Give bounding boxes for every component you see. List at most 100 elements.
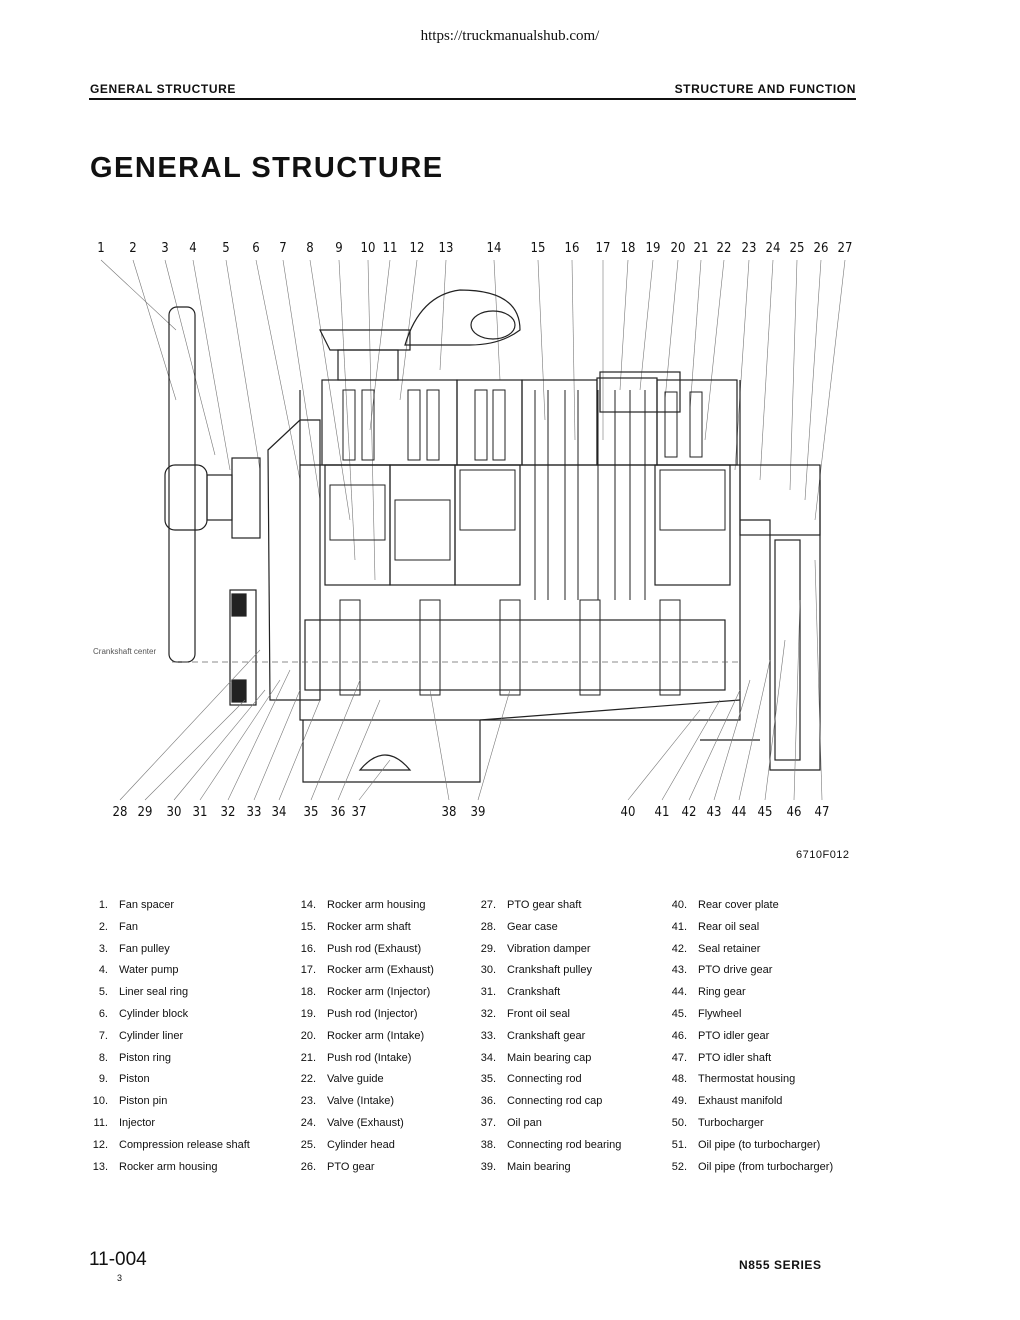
legend-item-number: 3. — [98, 942, 108, 955]
fan-hub — [164, 464, 208, 531]
callout: 11 — [382, 241, 398, 256]
legend-item: 38.Connecting rod bearing — [474, 1139, 622, 1161]
legend-item-number: 27. — [480, 899, 496, 911]
legend-item-number: 50. — [671, 1116, 687, 1129]
legend-item: 24.Valve (Exhaust) — [290, 1117, 434, 1139]
callout: 12 — [409, 241, 425, 256]
legend-item-number: 21. — [300, 1051, 316, 1064]
legend-item: 46. PTO idler gear — [664, 1030, 833, 1052]
turbocharger — [404, 289, 521, 346]
oil-pan — [302, 720, 481, 783]
legend-item-number: 30. — [480, 964, 496, 977]
legend-item-label: Crankshaft gear — [507, 1029, 586, 1042]
oil-pickup — [358, 754, 412, 771]
legend-item: 7. Cylinder liner — [87, 1030, 250, 1052]
legend-item: 9.Piston — [87, 1073, 250, 1095]
push-rods — [534, 390, 646, 600]
callout: 13 — [438, 241, 454, 256]
legend-item: 21.Push rod (Intake) — [290, 1052, 434, 1074]
callout: 15 — [530, 241, 546, 256]
legend-item-label: Main bearing cap — [507, 1051, 592, 1064]
legend-item-number: 16. — [300, 942, 316, 955]
legend-item: 2.Fan — [87, 921, 250, 943]
legend-item-number: 34. — [480, 1051, 496, 1064]
legend-item: 44.Ring gear — [664, 986, 833, 1008]
flywheel-housing — [740, 480, 821, 771]
legend-item-number: 5. — [98, 986, 108, 999]
legend-item-number: 13. — [92, 1160, 108, 1173]
legend-item: 35.Connecting rod — [474, 1073, 621, 1095]
legend-item: 40.Rear cover plate — [664, 899, 833, 921]
running-header: GENERAL STRUCTURE STRUCTURE AND FUNCTION — [89, 80, 856, 100]
page-number: 11-004 — [89, 1249, 147, 1270]
legend-item-label: Rear cover plate — [698, 899, 779, 911]
legend-item: 25.Cylinder head — [290, 1139, 434, 1161]
callout: 29 — [137, 805, 153, 820]
legend-item-label: Gear case — [507, 920, 558, 933]
legend-item-number: 46. — [671, 1029, 687, 1042]
legend-item-number: 39. — [480, 1160, 496, 1173]
legend-item-label: Connecting rod cap — [507, 1095, 603, 1108]
callout: 6 — [252, 241, 260, 256]
legend-item-number: 37. — [480, 1116, 496, 1129]
legend-item-label: Fan pulley — [119, 942, 170, 955]
legend-item: 6.Cylinder block — [87, 1008, 250, 1030]
legend-item-number: 33. — [480, 1029, 496, 1042]
pistons — [329, 469, 726, 561]
legend-item: 32.Front oil seal — [474, 1008, 621, 1030]
legend-item-label: Vibration damper — [507, 942, 591, 955]
intake-pipe — [319, 329, 411, 351]
callout: 28 — [112, 805, 128, 820]
legend-item-label: Main bearing — [507, 1160, 571, 1173]
legend-item-number: 6. — [98, 1007, 108, 1020]
legend-item-number: 45. — [671, 1007, 687, 1020]
callout: 35 — [303, 805, 319, 820]
legend-item: 17.Rocker arm (Exhaust) — [290, 964, 434, 986]
callout: 41 — [654, 805, 670, 820]
callout: 16 — [564, 241, 580, 256]
legend-item-number: 43. — [671, 964, 687, 977]
legend-item-label: Oil pipe (to turbocharger) — [698, 1138, 821, 1151]
legend-item-label: Piston ring — [119, 1051, 171, 1064]
legend-item-label: PTO gear — [327, 1160, 375, 1173]
bottom-leader-lines — [119, 559, 823, 801]
source-url[interactable]: https://truckmanualshub.com/ — [420, 28, 600, 44]
cylinders — [324, 464, 731, 586]
cylinder-block — [299, 380, 741, 721]
legend-item-label: Ring gear — [698, 986, 746, 999]
callout: 10 — [360, 241, 376, 256]
legend-item: 8.Piston ring — [87, 1052, 250, 1074]
callout: 37 — [351, 805, 367, 820]
callout: 19 — [645, 241, 661, 256]
legend-item-label: Crankshaft — [507, 986, 561, 999]
callout: 9 — [335, 241, 343, 256]
legend-item-number: 18. — [300, 986, 316, 999]
legend-item-label: Oil pan — [507, 1116, 542, 1129]
legend-item: 19.Push rod (Injector) — [290, 1008, 434, 1030]
legend-item-number: 23. — [300, 1095, 316, 1108]
legend-item-label: Rocker arm housing — [327, 899, 426, 911]
legend-item-label: PTO idler gear — [698, 1029, 770, 1042]
legend-item-number: 17. — [300, 964, 316, 977]
legend-item-number: 7. — [98, 1029, 108, 1042]
legend-item: 14.Rocker arm housing — [290, 899, 434, 921]
legend-item: 50.Turbocharger — [664, 1117, 833, 1139]
page-title: GENERAL STRUCTURE — [90, 152, 444, 184]
legend-item: 3. Fan pulley — [87, 943, 250, 965]
legend-item-number: 47. — [671, 1051, 687, 1064]
series-label: N855 SERIES — [739, 1258, 822, 1272]
callout: 46 — [786, 805, 802, 820]
legend-item-label: Injector — [119, 1116, 156, 1129]
legend-item-label: Cylinder liner — [119, 1029, 184, 1042]
legend-item: 16.Push rod (Exhaust) — [290, 943, 434, 965]
engine-cross-section-diagram — [100, 259, 846, 801]
legend-item-label: Exhaust manifold — [698, 1095, 783, 1108]
gear-case — [267, 419, 321, 701]
callout: 33 — [246, 805, 262, 820]
callout: 45 — [757, 805, 773, 820]
callout: 8 — [306, 241, 314, 256]
thermostat-housing — [599, 371, 681, 413]
main-bearings — [339, 599, 681, 696]
